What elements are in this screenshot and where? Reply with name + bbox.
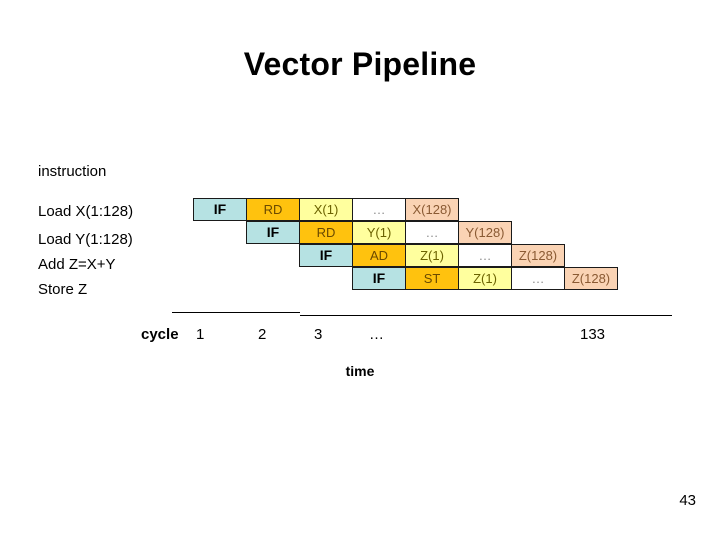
page-title: Vector Pipeline <box>243 46 477 82</box>
pipeline-stage-cell: IF <box>246 221 300 244</box>
cycle-axis-line-right <box>300 315 672 316</box>
pipeline-stage-cell: ST <box>405 267 459 290</box>
pipeline-stage-cell: Z(128) <box>564 267 618 290</box>
pipeline-stage-cell: IF <box>193 198 247 221</box>
cycle-tick: 1 <box>196 326 205 343</box>
pipeline-stage-cell: Y(1) <box>352 221 406 244</box>
instruction-label: Load Y(1:128) <box>38 231 133 248</box>
pipeline-stage-cell: IF <box>352 267 406 290</box>
page-number: 43 <box>679 492 696 509</box>
cycle-tick: … <box>369 326 384 343</box>
pipeline-stage-cell: RD <box>299 221 353 244</box>
pipeline-stage-cell: Z(128) <box>511 244 565 267</box>
instruction-column-heading: instruction <box>38 163 107 180</box>
instruction-label: Load X(1:128) <box>38 203 134 220</box>
pipeline-stage-cell: X(128) <box>405 198 459 221</box>
cycle-tick: 3 <box>314 326 323 343</box>
pipeline-stage-cell: … <box>352 198 406 221</box>
cycle-tick: 133 <box>580 326 606 343</box>
pipeline-stage-cell: IF <box>299 244 353 267</box>
pipeline-stage-cell: AD <box>352 244 406 267</box>
cycle-tick: 2 <box>258 326 267 343</box>
cycle-axis-line-left <box>172 312 300 313</box>
pipeline-stage-cell: Z(1) <box>405 244 459 267</box>
pipeline-stage-cell: RD <box>246 198 300 221</box>
pipeline-stage-cell: X(1) <box>299 198 353 221</box>
pipeline-stage-cell: Z(1) <box>458 267 512 290</box>
pipeline-stage-cell: … <box>511 267 565 290</box>
pipeline-stage-cell: … <box>405 221 459 244</box>
pipeline-stage-cell: … <box>458 244 512 267</box>
instruction-label: Add Z=X+Y <box>38 256 116 273</box>
cycle-axis-label: cycle <box>141 326 179 343</box>
instruction-label: Store Z <box>38 281 88 298</box>
time-axis-label: time <box>345 363 375 379</box>
pipeline-stage-cell: Y(128) <box>458 221 512 244</box>
